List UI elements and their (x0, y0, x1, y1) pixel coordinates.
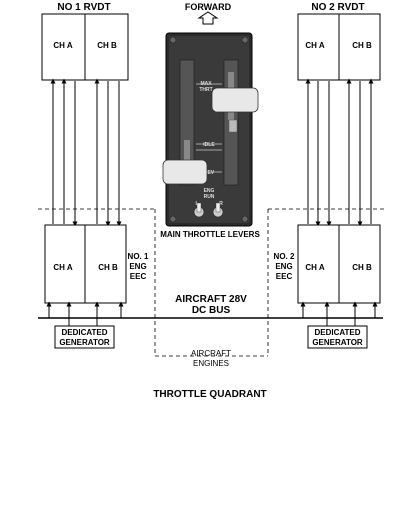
eng-run-label-line1: ENG (204, 188, 215, 194)
engines-label-line2: ENGINES (193, 359, 229, 368)
rvdt2-cha-label: CH A (305, 41, 324, 50)
idle-label: IDLE (203, 142, 215, 148)
generator2-label-line1: DEDICATED (314, 328, 360, 337)
eec2-label-line2: ENG (275, 262, 292, 271)
generator2-box: DEDICATED GENERATOR (307, 325, 368, 349)
eng-run-right-label: R (219, 201, 223, 207)
rvdt1-title: NO 1 RVDT (57, 2, 110, 13)
eec1-label-line2: ENG (129, 262, 146, 271)
eec1-label-line3: EEC (130, 272, 147, 281)
generator1-label-line2: GENERATOR (59, 338, 110, 347)
max-thrust-label-line2: THRT (199, 87, 212, 93)
eec2-box: CH A CH B (297, 224, 381, 304)
rvdt1-chb-label: CH B (97, 41, 117, 50)
generator2-label-line2: GENERATOR (312, 338, 363, 347)
eec2-label-line3: EEC (276, 272, 293, 281)
bus-label-line1: AIRCRAFT 28V (175, 294, 247, 305)
eec1-box: CH A CH B (44, 224, 127, 304)
eec2-cha-label: CH A (305, 263, 324, 272)
left-lever-slot (179, 59, 195, 186)
right-signal-lines (305, 78, 374, 227)
eng-run-switch-left[interactable] (193, 202, 205, 218)
eec1-chb-label: CH B (98, 263, 118, 272)
rvdt1-box: CH A CH B (41, 13, 129, 81)
screw-icon (241, 215, 249, 223)
screw-icon (169, 215, 177, 223)
right-throttle-lever[interactable] (211, 72, 259, 133)
eec1-cha-label: CH A (53, 263, 72, 272)
generator1-box: DEDICATED GENERATOR (54, 325, 115, 349)
engines-label-line1: AIRCRAFT (191, 349, 231, 358)
eec2-label-line1: NO. 2 (274, 252, 295, 261)
figure-title: THROTTLE QUADRANT (153, 389, 266, 400)
rvdt2-title: NO 2 RVDT (311, 2, 364, 13)
rev-label: REV (204, 170, 215, 176)
eng-run-switch-right[interactable] (212, 202, 224, 218)
left-throttle-lever[interactable] (162, 140, 208, 185)
eec2-chb-label: CH B (352, 263, 372, 272)
rvdt2-chb-label: CH B (352, 41, 372, 50)
bus-taps (46, 301, 378, 326)
left-signal-lines (50, 78, 122, 227)
bus-label-line2: DC BUS (192, 305, 231, 316)
eng-run-label-line2: RUN (204, 194, 215, 200)
screw-icon (241, 36, 249, 44)
main-throttle-levers-label: MAIN THROTTLE LEVERS (160, 230, 260, 239)
screw-icon (169, 36, 177, 44)
max-thrust-label-line1: MAX (200, 81, 212, 87)
rvdt1-cha-label: CH A (53, 41, 72, 50)
eec1-label-line1: NO. 1 (128, 252, 149, 261)
generator1-label-line1: DEDICATED (61, 328, 107, 337)
dashed-engine-boundary (38, 208, 386, 357)
throttle-panel: MAX THRT IDLE REV ENG RUN L R (162, 32, 259, 227)
forward-label: FORWARD (185, 2, 232, 12)
rvdt2-box: CH A CH B (297, 13, 381, 81)
forward-arrow-icon (197, 11, 219, 25)
